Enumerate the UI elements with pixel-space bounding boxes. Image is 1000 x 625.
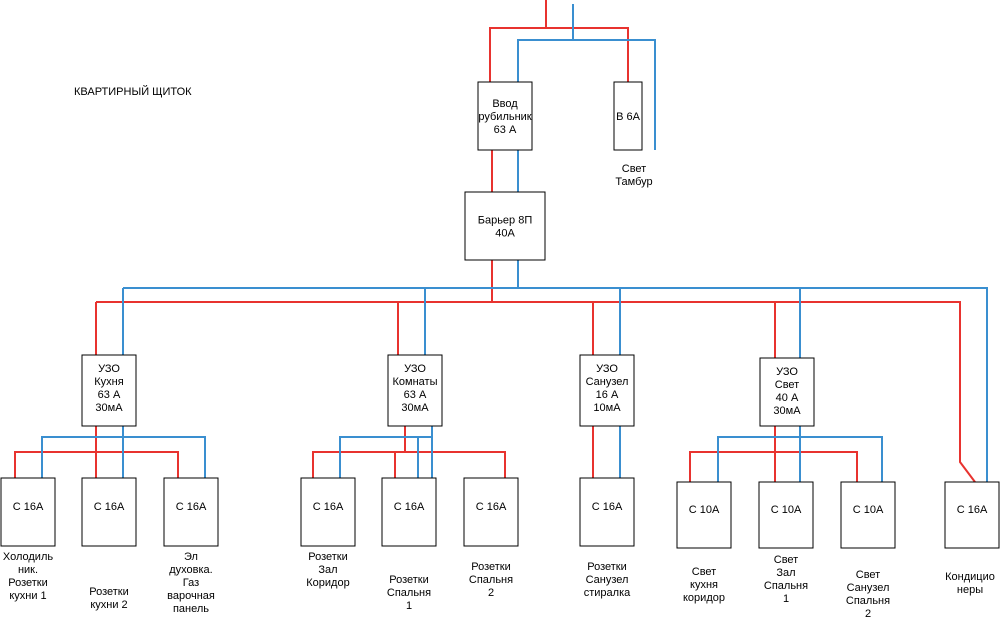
phase-to-tambour <box>546 27 629 82</box>
phase-wire <box>405 451 506 478</box>
rcd-box-1 <box>81 354 137 427</box>
devices <box>0 81 1000 549</box>
rcd-box-2 <box>387 354 443 427</box>
breaker-box <box>81 477 137 547</box>
phase-wire <box>689 426 776 482</box>
rcd-box-4 <box>759 357 815 427</box>
breaker-rating: С 16А <box>13 501 44 513</box>
neutral-to-tambour <box>573 39 656 150</box>
breaker-box <box>463 477 519 547</box>
breaker-box <box>676 481 732 549</box>
phase-wire <box>96 451 179 478</box>
breaker-box <box>840 481 896 549</box>
barrier-box <box>464 191 546 261</box>
breaker-rating: С 10А <box>853 504 884 516</box>
breaker-rating: С 16А <box>476 501 507 513</box>
breaker-rating: С 16А <box>313 501 344 513</box>
ac-breaker-box <box>944 481 1000 549</box>
phase-wire <box>14 451 96 478</box>
panel-title: КВАРТИРНЫЙ ЩИТОК <box>74 85 192 98</box>
breaker-rating: С 10А <box>771 504 802 516</box>
tambour-breaker-box <box>613 81 643 151</box>
neutral-wire <box>800 436 883 482</box>
wiring <box>14 0 988 483</box>
breaker-box <box>300 477 356 547</box>
phase-wire <box>312 426 406 478</box>
neutral-to-ac <box>800 287 988 482</box>
breaker-box <box>381 477 437 547</box>
neutral-wire <box>41 436 123 478</box>
neutral-wire <box>123 436 206 478</box>
breaker-rating: С 10А <box>689 504 720 516</box>
breaker-box <box>758 481 814 549</box>
neutral-wire <box>717 426 801 482</box>
incoming-neutral <box>517 4 574 82</box>
incoming-phase <box>489 0 547 82</box>
rcd-box-3 <box>579 354 635 427</box>
neutral-wire <box>339 426 433 478</box>
breaker-box <box>579 477 635 547</box>
breaker-box <box>0 477 56 547</box>
main-switch-box <box>477 81 533 151</box>
breaker-rating: С 16А <box>592 501 623 513</box>
breaker-rating: С 16А <box>94 501 125 513</box>
breaker-box <box>163 477 219 547</box>
phase-wire <box>775 451 858 482</box>
ac-breaker-rating: С 16А <box>957 504 988 516</box>
phase-to-ac <box>775 301 976 483</box>
breaker-rating: С 16А <box>176 501 207 513</box>
breaker-rating: С 16А <box>394 501 425 513</box>
tambour-breaker-label: В 6А <box>616 111 641 123</box>
